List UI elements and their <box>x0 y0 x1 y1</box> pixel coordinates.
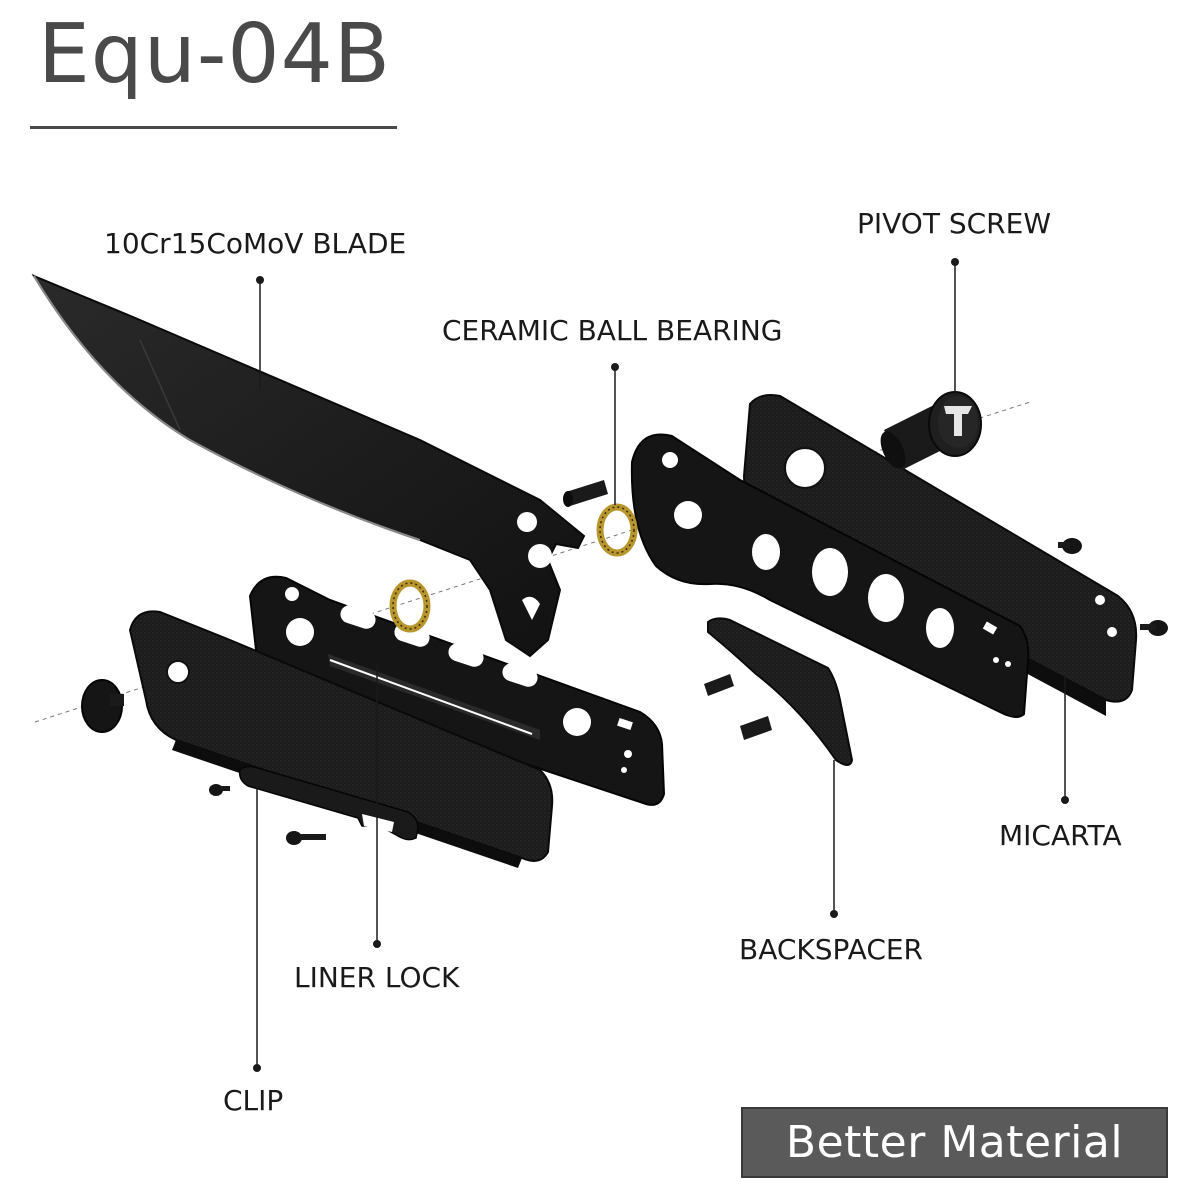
leader-bearing <box>611 363 619 505</box>
leader-pivot-screw <box>951 258 959 395</box>
ceramic-bearing-right <box>596 503 638 557</box>
pivot-screw-left <box>81 679 124 733</box>
page-title: Equ-04B <box>38 7 392 102</box>
label-clip: CLIP <box>223 1084 284 1117</box>
label-blade: 10Cr15CoMoV BLADE <box>104 227 407 260</box>
label-liner-lock: LINER LOCK <box>294 961 460 994</box>
badge-text: Better Material <box>785 1117 1124 1168</box>
label-micarta: MICARTA <box>999 819 1122 852</box>
clip-part <box>238 765 419 841</box>
title-underline <box>30 126 397 129</box>
leader-micarta <box>1061 676 1069 804</box>
stop-pin <box>563 480 608 507</box>
screw-left-2 <box>286 831 326 845</box>
leader-blade <box>256 276 264 390</box>
leader-backspacer <box>830 760 838 918</box>
liner-back <box>630 433 1030 718</box>
brand-logo-icon <box>944 406 972 436</box>
screw-right-2 <box>1140 620 1168 636</box>
label-backspacer: BACKSPACER <box>739 933 924 966</box>
liner-lock-part <box>248 575 666 806</box>
label-ceramic-bearing: CERAMIC BALL BEARING <box>442 314 783 347</box>
standoff-1 <box>704 674 734 696</box>
leader-liner-lock <box>373 664 381 948</box>
ceramic-bearing-left <box>389 579 431 633</box>
backspacer-part <box>707 617 854 766</box>
better-material-badge: Better Material <box>741 1107 1168 1178</box>
screw-left-1 <box>209 784 230 796</box>
leader-clip <box>253 788 261 1072</box>
screw-right-1 <box>1058 538 1082 554</box>
blade-part <box>31 273 586 658</box>
standoff-2 <box>740 716 772 740</box>
label-pivot-screw: PIVOT SCREW <box>857 207 1052 240</box>
pivot-screw-right <box>880 391 982 470</box>
